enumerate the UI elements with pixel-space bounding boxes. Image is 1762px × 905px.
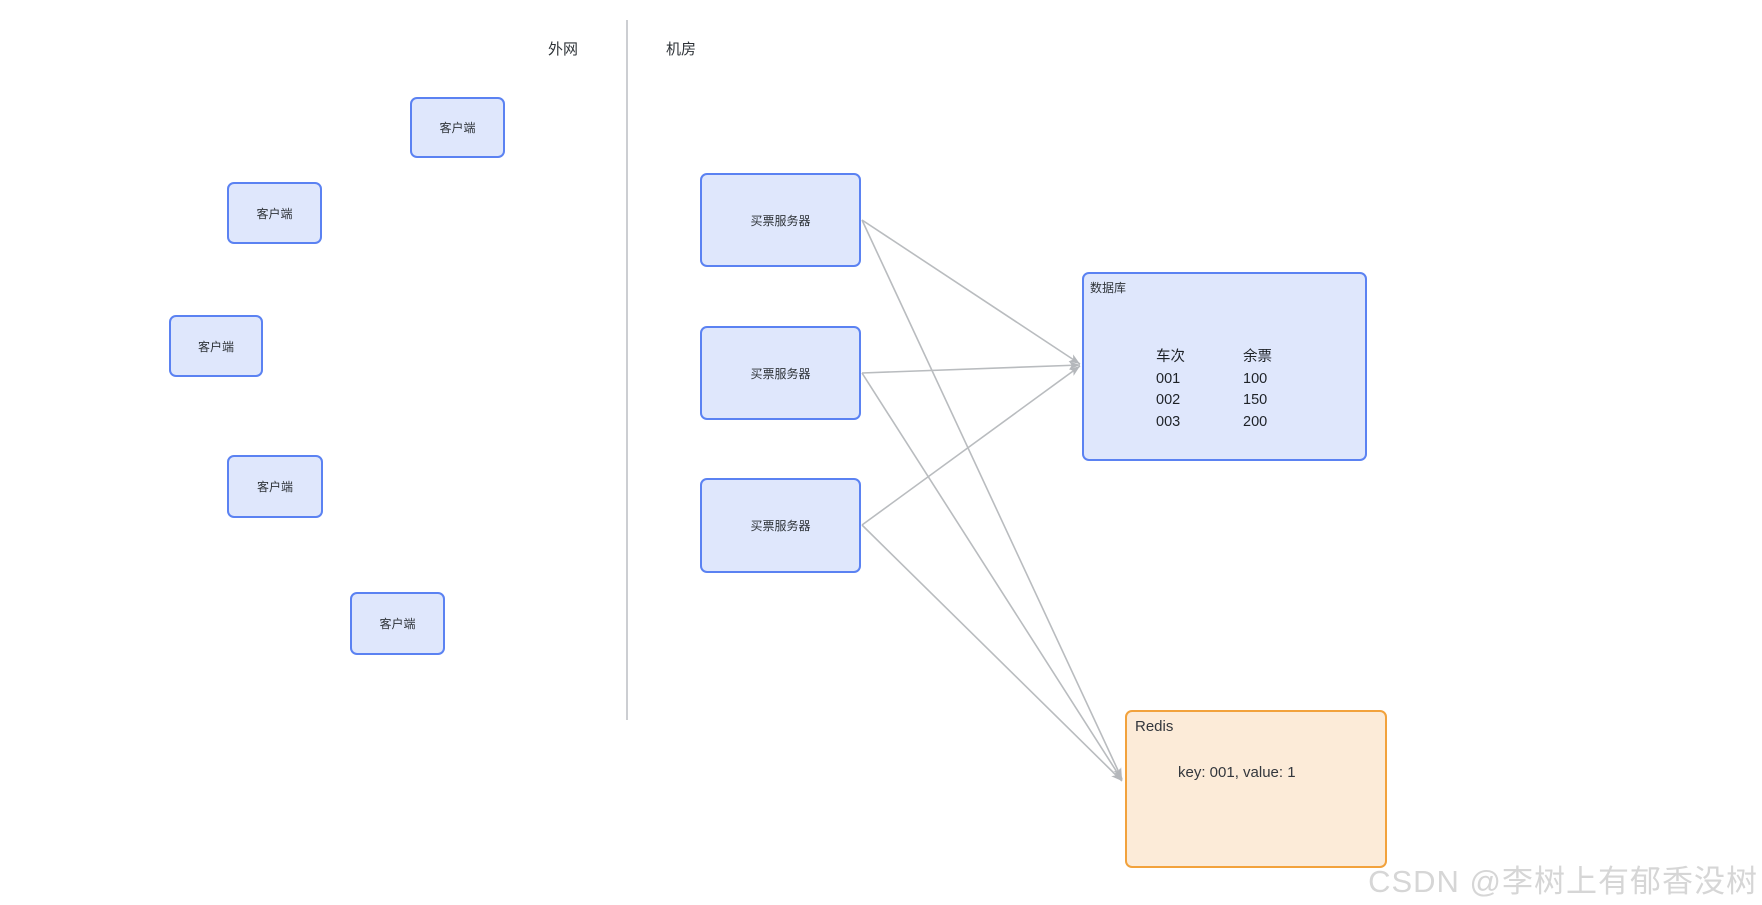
ticket-server-label: 买票服务器	[750, 519, 811, 533]
client-node-1: 客户端	[410, 97, 505, 158]
client-label: 客户端	[256, 480, 293, 494]
ticket-server-label: 买票服务器	[750, 366, 811, 381]
client-node-5: 客户端	[350, 592, 445, 655]
client-label: 客户端	[379, 617, 416, 631]
table-cell: 200	[1243, 413, 1268, 430]
region-label-external-network: 外网	[547, 41, 579, 58]
table-header-train: 车次	[1156, 349, 1185, 365]
client-label: 客户端	[197, 339, 234, 354]
redis-key-value: key: 001, value: 1	[1178, 764, 1296, 781]
ticket-server-label: 买票服务器	[750, 213, 811, 228]
table-header-tickets: 余票	[1243, 349, 1272, 365]
redis-node: Redis key: 001, value: 1	[1125, 710, 1387, 868]
edge-server2-to-database	[861, 361, 1081, 374]
network-boundary-divider	[626, 20, 628, 720]
database-table: 车次 余票 001 100 002 150 003 200	[1156, 347, 1272, 433]
ticket-server-node-1: 买票服务器	[700, 173, 861, 267]
table-cell: 100	[1243, 370, 1268, 387]
table-cell: 150	[1243, 392, 1268, 409]
database-node: 数据库 车次 余票 001 100 002 150 003 200	[1082, 272, 1367, 461]
ticket-server-node-2: 买票服务器	[700, 326, 861, 420]
table-cell: 003	[1156, 413, 1181, 430]
edge-server3-to-database	[861, 365, 1081, 526]
region-label-server-room: 机房	[665, 41, 697, 58]
table-cell: 001	[1156, 370, 1181, 387]
client-node-3: 客户端	[169, 315, 263, 377]
edge-server3-to-redis	[861, 524, 1123, 782]
client-node-4: 客户端	[227, 455, 323, 518]
ticket-server-node-3: 买票服务器	[700, 478, 861, 573]
csdn-watermark: CSDN @李树上有郁香没树	[1368, 864, 1758, 899]
table-cell: 002	[1156, 392, 1181, 409]
redis-title: Redis	[1135, 718, 1174, 735]
edge-server1-to-database	[861, 219, 1081, 365]
client-label: 客户端	[439, 121, 476, 135]
client-label: 客户端	[256, 206, 293, 221]
client-node-2: 客户端	[227, 182, 322, 244]
database-title: 数据库	[1090, 281, 1127, 295]
